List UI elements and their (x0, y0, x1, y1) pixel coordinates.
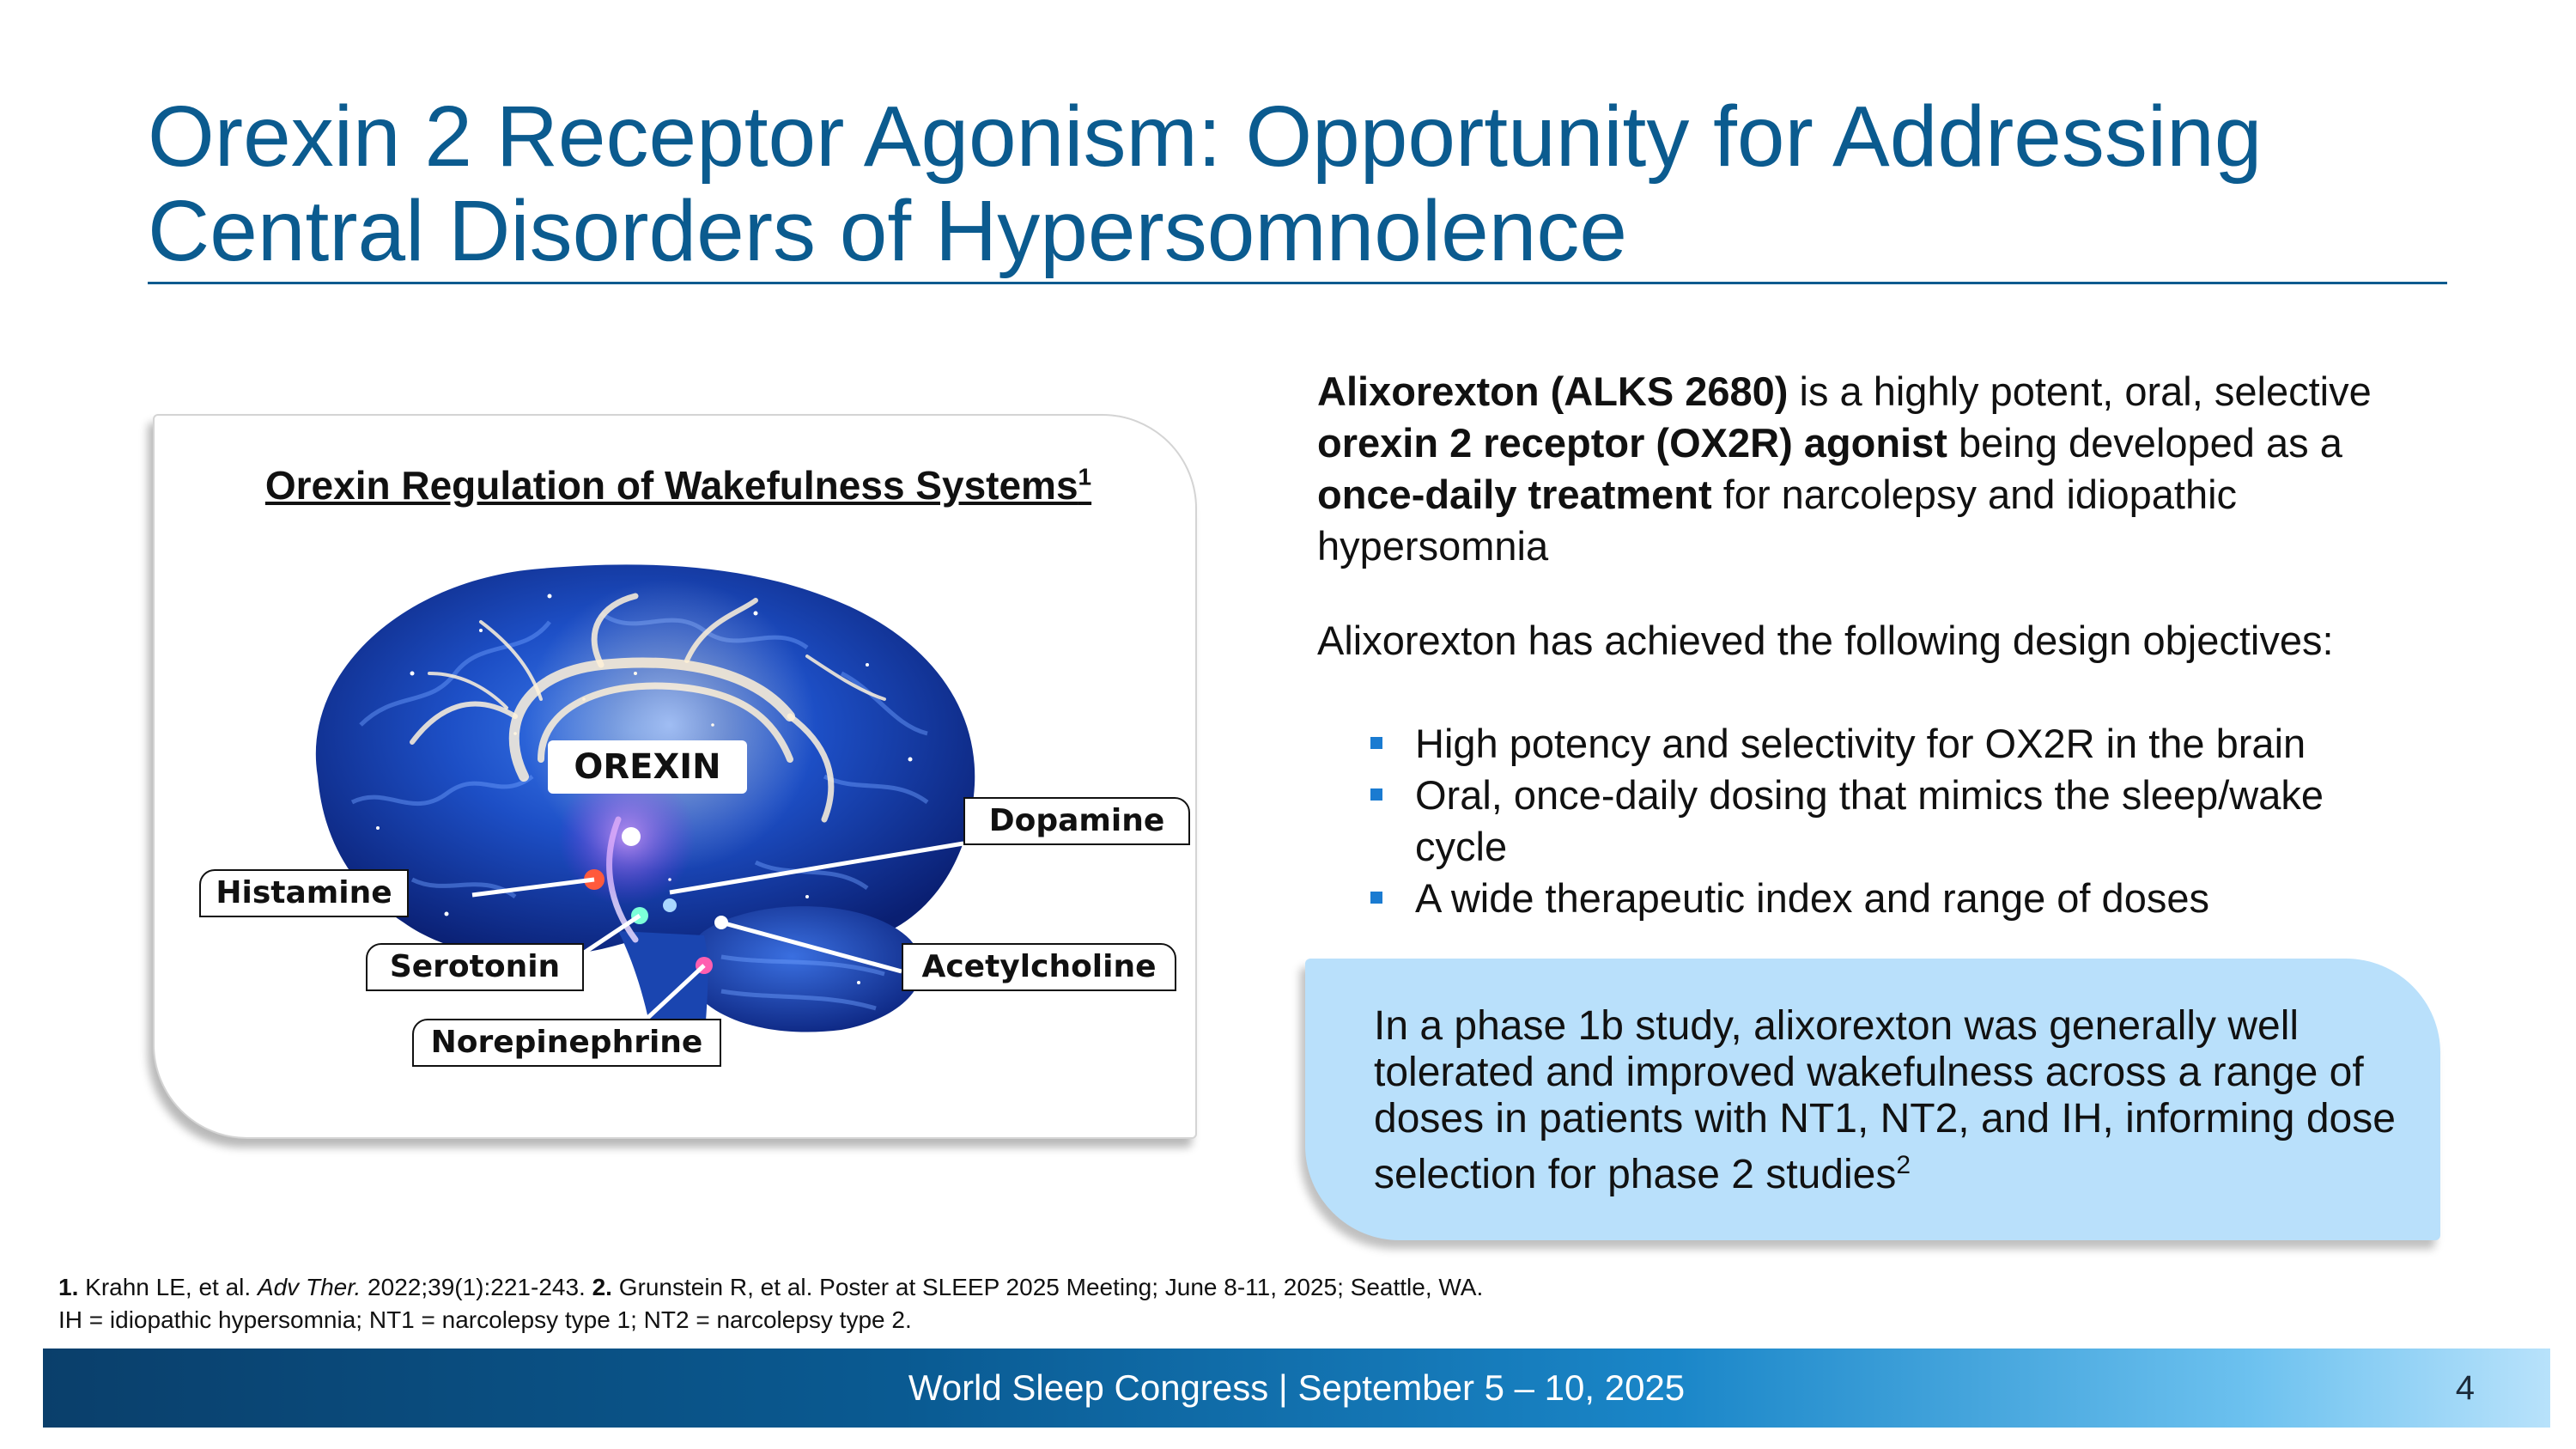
callout-body: In a phase 1b study, alixorexton was gen… (1374, 1003, 2396, 1197)
drug-name: Alixorexton (ALKS 2680) (1317, 368, 1789, 414)
figure-title-reference: 1 (1078, 463, 1092, 490)
references-line: 1. Krahn LE, et al. Adv Ther. 2022;39(1)… (58, 1271, 2377, 1304)
phase1b-callout: In a phase 1b study, alixorexton was gen… (1305, 959, 2440, 1240)
page-number: 4 (2455, 1369, 2475, 1407)
footer-event: World Sleep Congress | September 5 – 10,… (908, 1367, 1686, 1408)
ref2-number: 2. (592, 1274, 612, 1300)
footnotes: 1. Krahn LE, et al. Adv Ther. 2022;39(1)… (58, 1271, 2377, 1336)
callout-text: In a phase 1b study, alixorexton was gen… (1374, 1003, 2421, 1198)
serotonin-label: Serotonin (366, 943, 584, 991)
brain-folds (350, 611, 929, 1011)
ref1-journal: Adv Ther. (257, 1274, 361, 1300)
list-item: High potency and selectivity for OX2R in… (1365, 718, 2413, 770)
ref1-number: 1. (58, 1274, 79, 1300)
footer-bar: World Sleep Congress | September 5 – 10,… (43, 1349, 2550, 1428)
figure-title: Orexin Regulation of Wakefulness Systems… (223, 462, 1133, 508)
title-line-1: Orexin 2 Receptor Agonism: Opportunity f… (148, 88, 2263, 185)
orexin-figure-panel: Orexin Regulation of Wakefulness Systems… (153, 414, 1197, 1139)
dopamine-label: Dopamine (963, 797, 1190, 845)
drug-description: Alixorexton (ALKS 2680) is a highly pote… (1317, 366, 2399, 572)
bullet-square-icon (1370, 788, 1382, 801)
list-item: Oral, once-daily dosing that mimics the … (1365, 770, 2413, 873)
orexin-label: OREXIN (548, 740, 747, 794)
objective-text: A wide therapeutic index and range of do… (1415, 875, 2209, 921)
histamine-label: Histamine (199, 869, 409, 917)
acetylcholine-label: Acetylcholine (902, 943, 1176, 991)
objective-text: High potency and selectivity for OX2R in… (1415, 721, 2306, 766)
title-line-2: Central Disorders of Hypersomnolence (148, 183, 1627, 279)
receptor-name: orexin 2 receptor (OX2R) agonist (1317, 420, 1947, 466)
callout-reference: 2 (1896, 1151, 1911, 1179)
ref1-details: 2022;39(1):221-243. (361, 1274, 592, 1300)
intro-text-2: being developed as a (1947, 420, 2342, 466)
list-item: A wide therapeutic index and range of do… (1365, 873, 2413, 924)
norepinephrine-label: Norepinephrine (412, 1019, 721, 1067)
abbreviations-line: IH = idiopathic hypersomnia; NT1 = narco… (58, 1306, 912, 1333)
ref1-authors: Krahn LE, et al. (78, 1274, 258, 1300)
objective-text: Oral, once-daily dosing that mimics the … (1415, 772, 2324, 869)
dopamine-nucleus (663, 898, 677, 912)
cerebellum-shape (685, 906, 922, 1032)
intro-text-1: is a highly potent, oral, selective (1788, 368, 2372, 414)
bullet-square-icon (1370, 892, 1382, 904)
objectives-lead: Alixorexton has achieved the following d… (1317, 618, 2334, 663)
ref2-text: Grunstein R, et al. Poster at SLEEP 2025… (611, 1274, 1484, 1300)
objectives-list: High potency and selectivity for OX2R in… (1365, 718, 2413, 924)
orexin-nucleus (622, 827, 641, 846)
title-divider (148, 282, 2447, 284)
label-leader-lines (471, 841, 964, 1023)
figure-title-text: Orexin Regulation of Wakefulness Systems (264, 463, 1078, 508)
bullet-square-icon (1370, 737, 1382, 749)
slide-title: Orexin 2 Receptor Agonism: Opportunity f… (148, 89, 2466, 278)
intro-text-3: for narcolepsy and idiopathic hypersomni… (1317, 472, 2238, 569)
dosing-highlight: once-daily treatment (1317, 472, 1712, 517)
